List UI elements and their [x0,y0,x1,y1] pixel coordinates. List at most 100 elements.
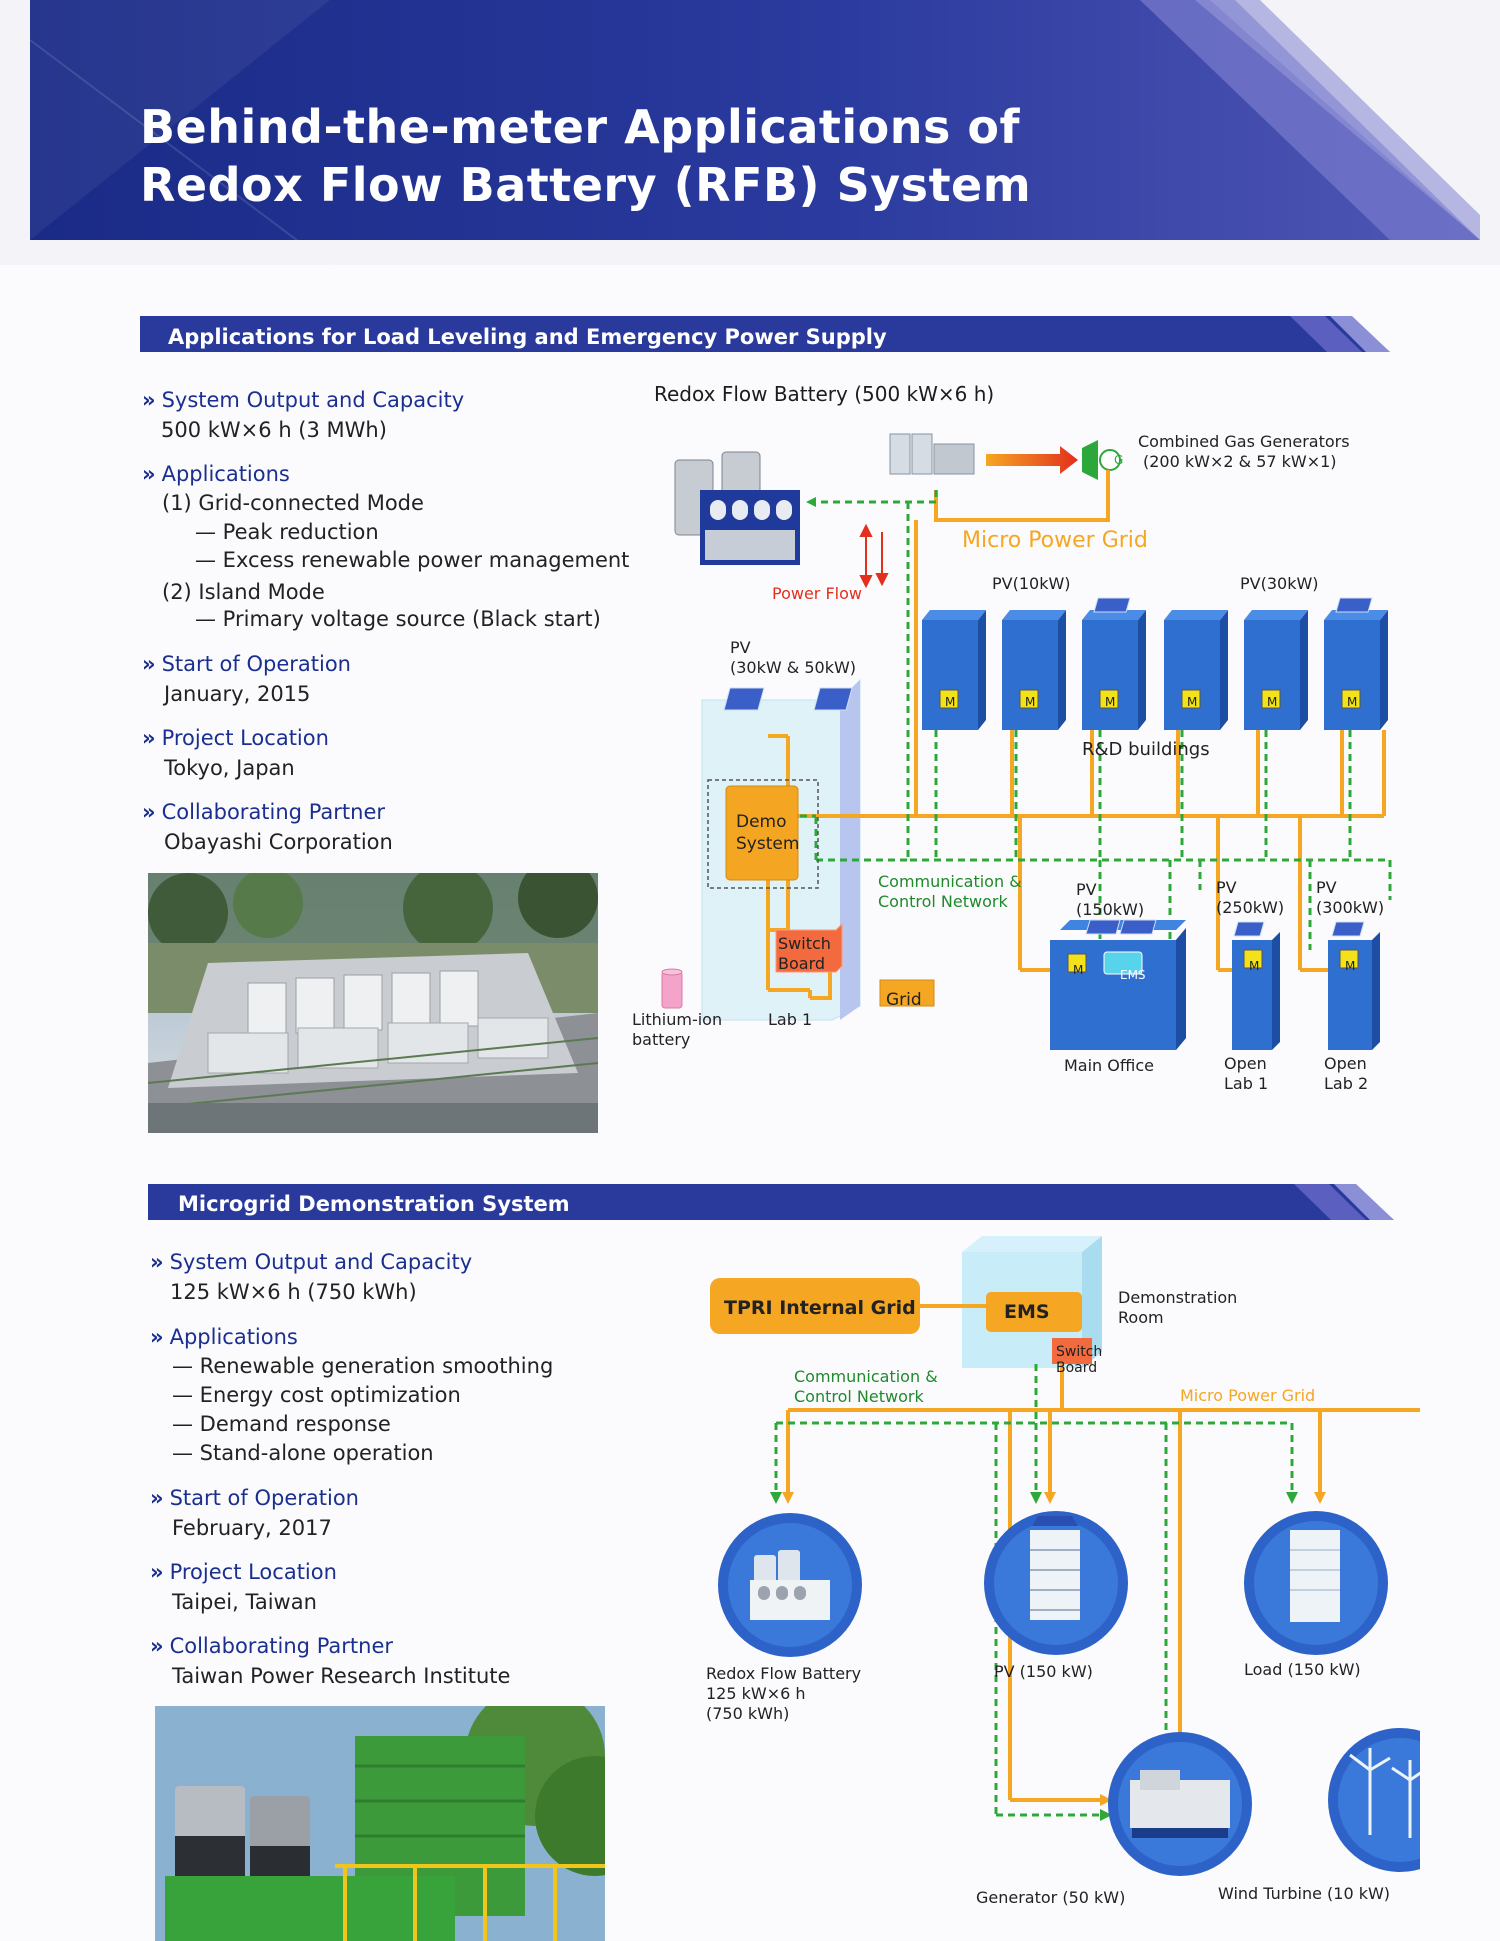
meter-label: M [1073,963,1084,977]
rfb-site-photo-tokyo [148,873,598,1133]
rfb-site-photo-taipei [155,1706,605,1941]
s2-start-value: February, 2017 [172,1516,332,1540]
pv250-label-line1: PV [1216,878,1237,897]
meter-label: M [1249,959,1260,973]
comm-network-label-line2: Control Network [794,1387,924,1406]
switch-board-label-line1: Switch [1056,1344,1103,1360]
open-lab2-label-line2: Lab 2 [1324,1074,1369,1093]
main-office-building [1050,920,1186,1050]
s1-applications-label: Applications [161,462,290,486]
rd-building [922,610,986,730]
solar-panel-icon [1085,919,1365,937]
rd-buildings-label: R&D buildings [1082,739,1210,760]
s1-partner-value: Obayashi Corporation [164,830,393,854]
solar-panel-icon [723,687,853,711]
pv-150kw-label: PV (150 kW) [994,1662,1093,1681]
grid-label: Grid [886,990,922,1010]
pv-demo-label-line1: PV [730,638,751,657]
generator-50kw-label: Generator (50 kW) [976,1888,1126,1907]
meter-label: M [1267,695,1278,709]
tpri-internal-grid-label: TPRI Internal Grid [724,1297,916,1319]
switch-board-label-line1: Switch [778,934,831,953]
rd-building [1324,597,1388,730]
s1-partner-heading: »Collaborating Partner [142,800,386,824]
page-title: Behind-the-meter Applications of Redox F… [140,98,1040,214]
demo-system-label-line2: System [736,834,800,854]
s1-location-value: Tokyo, Japan [164,756,295,780]
s2-app-item: — Stand-alone operation [172,1441,434,1465]
section2-title: Microgrid Demonstration System [178,1192,570,1216]
transformer-icon [889,433,975,475]
meter-box [1261,689,1281,709]
meter-label: M [1345,959,1356,973]
page-title-line1: Behind-the-meter Applications of [140,100,1021,154]
rd-building [1002,610,1066,730]
demo-system-label-line1: Demo [736,812,787,832]
s1-app-item: — Primary voltage source (Black start) [195,607,601,631]
pv-building-circle-icon [984,1511,1128,1655]
wind-turbine-10kw-label: Wind Turbine (10 kW) [1218,1884,1391,1903]
rd-buildings-group [922,597,1388,730]
rfb-label-line3: (750 kWh) [706,1704,790,1723]
pv250-label-line2: (250kW) [1216,898,1285,917]
solar-panel-icon [1335,597,1373,613]
s1-app-item: (1) Grid-connected Mode [162,491,424,515]
s2-location-heading: »Project Location [150,1560,337,1584]
s1-applications-heading: »Applications [142,462,290,486]
solar-panel-icon [1093,597,1131,613]
main-office-label: Main Office [1064,1056,1154,1075]
meter-label: M [1187,695,1198,709]
rd-building [1164,610,1228,730]
meter-label: M [1347,695,1358,709]
section1-band [140,316,1390,352]
diagram2-canvas [710,1236,1420,1876]
s1-location-heading: »Project Location [142,726,329,750]
meter-box [1341,689,1361,709]
s2-partner-value: Taiwan Power Research Institute [172,1664,511,1688]
comm-network-label-line2: Control Network [878,892,1008,911]
rfb-label-line2: 125 kW×6 h [706,1684,806,1703]
s1-partner-label: Collaborating Partner [161,800,386,824]
lab1-label: Lab 1 [768,1010,813,1029]
page-title-line2: Redox Flow Battery (RFB) System [140,158,1032,212]
demonstration-room-label-line2: Room [1118,1308,1164,1327]
rd-building [1082,597,1146,730]
pv150-label-line1: PV [1076,880,1097,899]
lithium-ion-battery-icon [661,968,683,1009]
generator-g-symbol: G [1114,453,1124,467]
open-lab2-label-line1: Open [1324,1054,1367,1073]
s2-start-label: Start of Operation [169,1486,359,1510]
diagram1-canvas [661,433,1392,1050]
s1-app-item: (2) Island Mode [162,580,325,604]
ems-label: EMS [1120,968,1146,982]
lithium-battery-label-line2: battery [632,1030,691,1049]
switch-board-icon [775,922,843,973]
meter-box [1019,689,1039,709]
section1-title: Applications for Load Leveling and Emerg… [168,325,887,349]
open-lab1-building [1232,932,1280,1050]
load-150kw-label: Load (150 kW) [1244,1660,1361,1679]
s2-start-heading: »Start of Operation [150,1486,359,1510]
s1-output-label: System Output and Capacity [161,388,465,412]
generator-circle-icon [1108,1732,1252,1876]
s2-applications-label: Applications [169,1325,298,1349]
s2-output-heading: »System Output and Capacity [150,1250,473,1274]
s1-location-label: Project Location [161,726,329,750]
comm-network-label-line1: Communication & [794,1367,938,1386]
s1-start-value: January, 2015 [164,682,311,706]
s1-app-item: — Peak reduction [195,520,379,544]
switch-board-label-line2: Board [778,954,826,973]
s1-output-value: 500 kW×6 h (3 MWh) [161,418,387,442]
meter-label: M [1025,695,1036,709]
micro-power-grid-label: Micro Power Grid [962,528,1148,553]
s1-output-heading: »System Output and Capacity [142,388,465,412]
s2-location-label: Project Location [169,1560,337,1584]
redox-flow-battery-icon [674,451,800,565]
demonstration-room-label-line1: Demonstration [1118,1288,1238,1307]
gas-gen-label-line2: (200 kW×2 & 57 kW×1) [1143,452,1337,471]
s2-location-value: Taipei, Taiwan [172,1590,317,1614]
rfb-label-line1: Redox Flow Battery [706,1664,862,1683]
wind-turbine-circle-icon [1328,1728,1420,1872]
pv-10kw-label: PV(10kW) [992,574,1071,593]
switch-board-label-line2: Board [1056,1360,1098,1376]
